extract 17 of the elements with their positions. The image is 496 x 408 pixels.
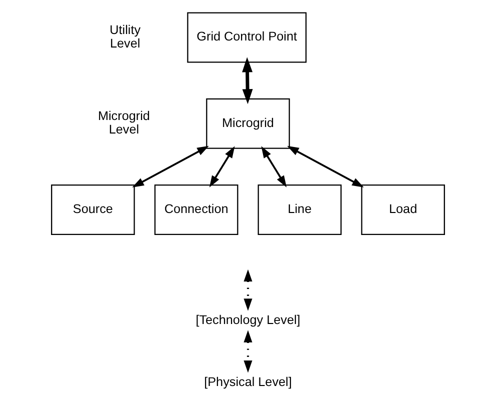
arrow <box>244 269 252 311</box>
arrow <box>132 146 209 188</box>
node-text: [Technology Level] <box>196 312 300 327</box>
arrow <box>287 146 364 188</box>
arrow <box>209 146 235 188</box>
node-box: Load <box>361 184 445 235</box>
node-box: Microgrid <box>206 98 290 149</box>
node-text: [Physical Level] <box>204 374 292 389</box>
label: Utility Level <box>110 22 141 51</box>
node-box: Grid Control Point <box>187 12 307 63</box>
arrow <box>242 57 253 104</box>
node-box: Line <box>258 184 342 235</box>
arrow <box>244 330 252 373</box>
node-box: Connection <box>154 184 238 235</box>
node-box: Source <box>51 184 135 235</box>
arrow <box>261 146 287 188</box>
label: Microgrid Level <box>98 108 150 137</box>
